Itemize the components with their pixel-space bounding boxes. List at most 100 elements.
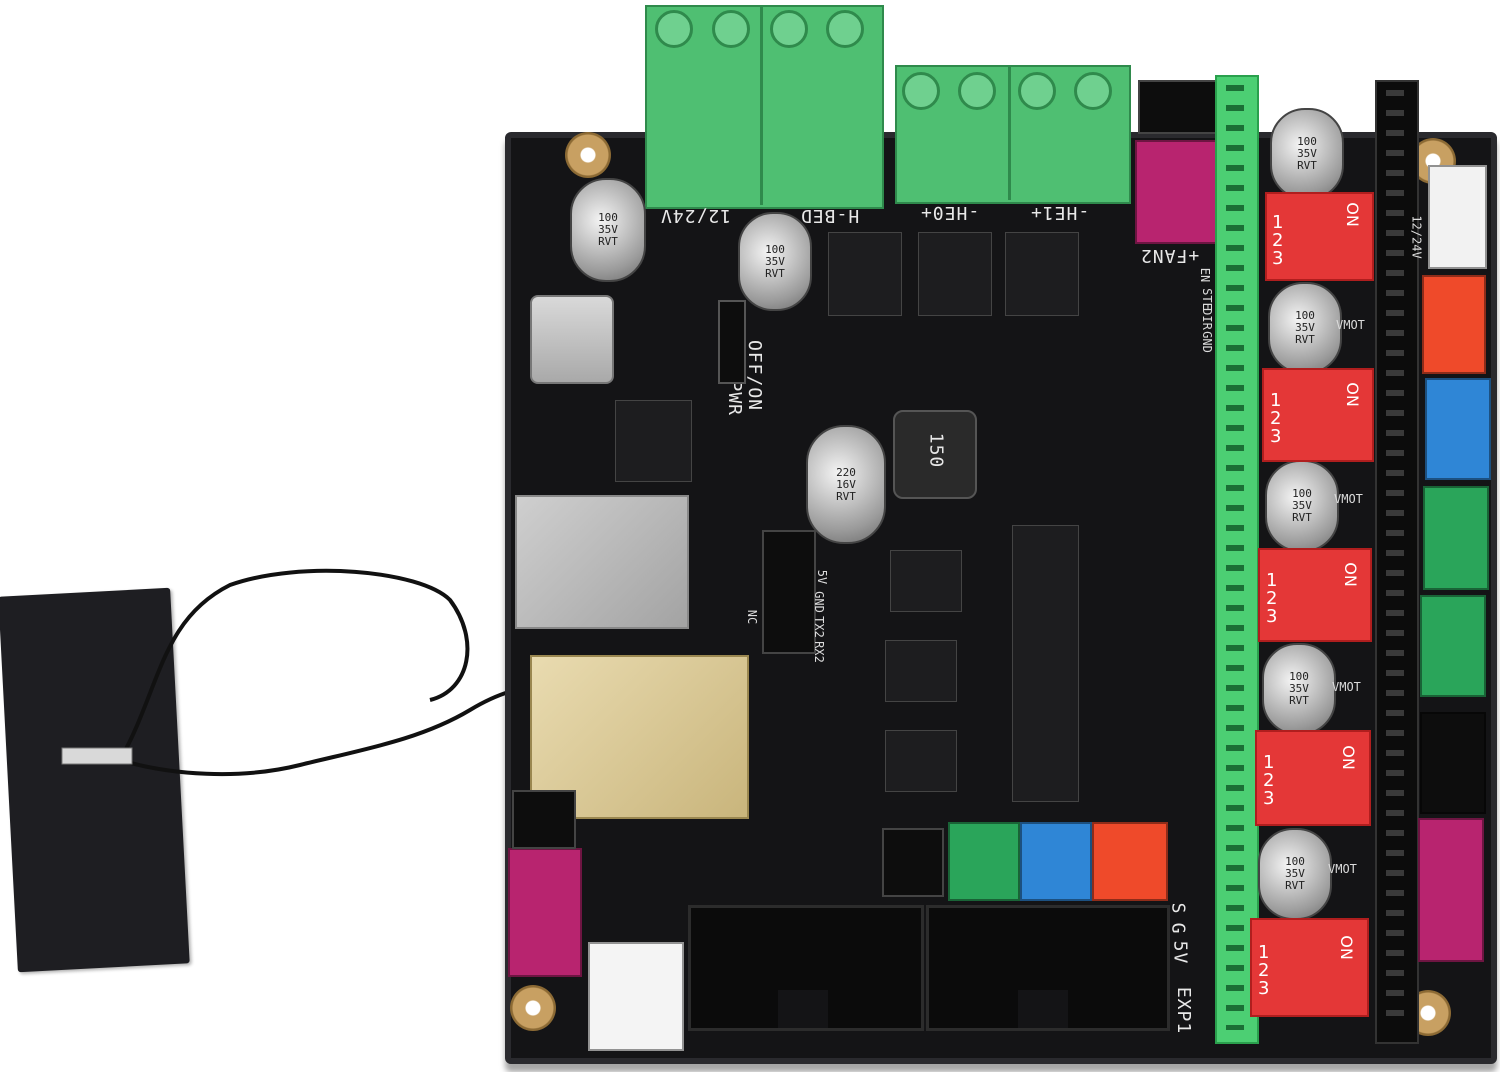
terminal-screw [712,10,750,48]
motor-connector-blue[interactable] [1425,378,1491,480]
cap-voltage: 35V [598,223,618,236]
capacitor: 100 35V RVT [1270,108,1344,200]
motor-connector-green[interactable] [1423,486,1489,590]
driver-step-label: STE [1199,288,1214,310]
dip-number: 1 [1258,942,1270,963]
dip-on-label: ON [1342,382,1362,407]
bed-voltage-label: 12/24V [660,205,732,226]
driver-gnd-label: GND [1199,331,1214,353]
power-voltage-label: 12/24V [1409,215,1424,259]
terminal-screw [770,10,808,48]
driver-dir-label: DIR [1199,308,1214,330]
stepper-chip [890,550,962,612]
dip-number: 1 [1263,752,1275,773]
cap-voltage: 16V [836,477,856,491]
cap-voltage: 35V [1289,682,1309,695]
dip-number: 2 [1263,770,1275,791]
uart-header[interactable] [762,530,816,654]
terminal-screw [826,10,864,48]
driver-en-label: EN [1198,267,1213,283]
cap-value: 100 [1297,135,1317,148]
inductor-label: 150 [925,432,947,469]
usb-switch-label: OFF/ON [744,340,765,412]
probe-connector[interactable] [508,848,582,977]
usb-power-jumper[interactable] [718,300,746,384]
capacitor: 100 35V RVT [1265,460,1339,552]
cap-voltage: 35V [1297,147,1317,160]
he0-label: -HE0+ [920,202,980,223]
vmot-label: VMOT [1328,862,1357,876]
dip-switch[interactable] [1258,548,1372,642]
exp1-label: EXP1 [1173,986,1195,1035]
uart-5v-label: 5V [815,569,830,585]
motor-connector-magenta[interactable] [1418,818,1484,962]
power-connector[interactable] [1428,165,1487,269]
motor-connector-green[interactable] [1420,595,1486,697]
dip-number: 2 [1272,230,1284,251]
dip-switch[interactable] [1250,918,1369,1017]
dip-number: 3 [1263,788,1275,809]
cap-value: 220 [836,465,856,479]
cap-voltage: 35V [1285,867,1305,880]
endstop-connector-blue[interactable] [1020,822,1092,901]
dip-on-label: ON [1342,202,1362,227]
dip-on-label: ON [1338,745,1358,770]
vmot-label: VMOT [1336,318,1365,332]
dip-switch[interactable] [1265,192,1374,281]
cap-value: 100 [765,242,785,256]
mcu-chip [1012,525,1079,802]
vmot-label: VMOT [1334,492,1363,506]
uart-tx-label: TX2 [811,616,826,638]
exp2-key [778,990,828,1028]
mounting-hole [510,985,556,1031]
stepper-chip [885,730,957,792]
stepper-chip [885,640,957,702]
capacitor: 100 35V RVT [1262,643,1336,735]
cap-brand: RVT [836,489,856,503]
terminal-screw [655,10,693,48]
dip-switch[interactable] [1262,368,1374,462]
capacitor: 100 35V RVT [570,178,646,282]
exp1-key [1018,990,1068,1028]
mosfet [918,232,992,316]
dip-number: 1 [1272,212,1284,233]
exp2-header[interactable] [688,905,924,1031]
usb-c-port[interactable] [530,295,614,384]
aux-connector[interactable] [588,942,684,1051]
terminal-screw [902,72,940,110]
cap-brand: RVT [1292,511,1312,524]
endstop-header [882,828,944,897]
cap-value: 100 [1292,487,1312,500]
cap-brand: RVT [765,266,785,280]
cap-value: 100 [1289,670,1309,683]
endstop-connector-orange[interactable] [1092,822,1168,901]
cap-voltage: 35V [765,254,785,268]
capacitor: 100 35V RVT [1258,828,1332,920]
cap-brand: RVT [1285,879,1305,892]
dip-number: 3 [1270,426,1282,447]
cap-brand: RVT [1295,333,1315,346]
fan2-label: +FAN2 [1140,245,1200,266]
uart-gnd-label: GND [811,591,826,613]
cap-value: 100 [1285,855,1305,868]
mosfet [1005,232,1079,316]
cap-value: 100 [598,211,618,224]
terminal-divider [760,5,763,205]
endstop-connector-green[interactable] [948,822,1020,901]
motor-connector-orange[interactable] [1422,275,1486,374]
sd-card-slot[interactable] [515,495,689,629]
motor-connector-black[interactable] [1420,712,1486,814]
dip-on-label: ON [1340,562,1360,587]
dip-number: 3 [1258,978,1270,999]
uart-rx-label: RX2 [811,641,826,663]
dip-number: 1 [1266,570,1278,591]
cap-brand: RVT [598,235,618,248]
mosfet [828,232,902,316]
cap-brand: RVT [1289,694,1309,707]
servo-signal-label: S [1167,902,1189,915]
mounting-hole [565,132,611,178]
side-header [512,790,576,849]
pin-dots [1386,90,1404,1030]
dip-switch[interactable] [1255,730,1371,826]
uart-chip [615,400,692,482]
